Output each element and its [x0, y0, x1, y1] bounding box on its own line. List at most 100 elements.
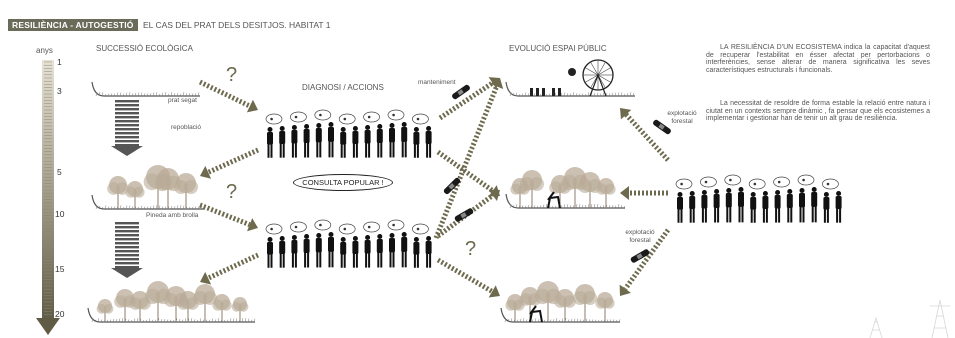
person-body	[775, 195, 781, 209]
person-leg	[271, 144, 273, 158]
person-leg	[766, 208, 768, 223]
stall-icon	[552, 88, 555, 96]
person-head	[390, 123, 395, 128]
speech-bubble-icon	[319, 224, 322, 227]
person-head	[739, 187, 744, 192]
person-leg	[319, 251, 321, 267]
person-leg	[405, 141, 407, 158]
person-leg	[426, 143, 428, 158]
person-leg	[268, 254, 270, 268]
speech-bubble	[388, 110, 404, 120]
person-leg	[377, 252, 379, 268]
person-leg	[341, 144, 343, 158]
speech-bubble	[339, 114, 355, 124]
person-leg	[390, 251, 392, 267]
pylon-icon	[930, 300, 950, 338]
person-head	[341, 127, 346, 132]
person-head	[763, 191, 768, 196]
person-body	[426, 241, 432, 254]
person-head	[365, 125, 370, 130]
speech-bubble-icon	[392, 114, 395, 117]
person-leg	[824, 209, 826, 223]
step-bar	[115, 242, 139, 244]
person-leg	[402, 141, 404, 158]
person-body	[426, 131, 432, 144]
person-leg	[414, 144, 416, 158]
person-head	[329, 122, 334, 127]
timeline-tick: 20	[55, 309, 64, 319]
person-leg	[307, 142, 309, 158]
person-head	[304, 234, 309, 239]
landscape-espai-public-fira	[506, 60, 635, 96]
person-leg	[344, 144, 346, 158]
person-leg	[775, 208, 777, 223]
person-head	[353, 236, 358, 241]
person-leg	[393, 251, 395, 267]
person-leg	[319, 141, 321, 157]
person-leg	[292, 253, 294, 268]
person-body	[389, 238, 395, 252]
speech-bubble	[749, 179, 765, 189]
person-leg	[429, 143, 431, 158]
timeline-arrowhead	[36, 318, 60, 335]
person-leg	[717, 207, 719, 223]
person-body	[726, 193, 732, 207]
succession-heading: SUCCESSIÓ ECOLÒGICA	[96, 44, 193, 53]
tree-crown	[603, 298, 614, 309]
speech-bubble	[774, 177, 790, 187]
speech-bubble	[290, 112, 306, 122]
speech-bubble	[412, 114, 428, 124]
tree-crown	[239, 302, 249, 312]
flow-arrow-shaft	[208, 255, 258, 278]
person-leg	[693, 208, 695, 223]
landscape-pineda	[92, 165, 205, 209]
person-head	[304, 124, 309, 129]
person-leg	[742, 206, 744, 223]
person-head	[426, 126, 431, 131]
person-leg	[280, 143, 282, 158]
people-group-right	[676, 175, 842, 223]
person-head	[292, 235, 297, 240]
tree-crown	[104, 304, 114, 314]
person-leg	[417, 144, 419, 158]
person-head	[377, 234, 382, 239]
question-mark: ?	[465, 238, 476, 261]
people-group-diagnosi-top	[266, 110, 432, 158]
speech-bubble-icon	[705, 181, 708, 184]
speech-bubble	[364, 112, 380, 122]
section-badge: RESILIÈNCIA - AUTOGESTIÓ	[8, 19, 138, 31]
person-head	[341, 237, 346, 242]
chainsaw-icon	[454, 207, 474, 222]
person-body	[799, 193, 805, 207]
step-bar	[115, 140, 139, 142]
person-leg	[332, 141, 334, 158]
person-head	[714, 189, 719, 194]
person-head	[280, 126, 285, 131]
page-title: EL CAS DEL PRAT DELS DESITJOS. HABITAT 1	[143, 19, 331, 31]
person-head	[268, 127, 273, 132]
person-body	[316, 238, 322, 252]
step-bar	[115, 128, 139, 130]
label-prat-segat: prat segat	[168, 97, 197, 104]
speech-bubble	[676, 179, 692, 189]
person-body	[787, 194, 793, 208]
stall-icon	[530, 88, 533, 96]
person-head	[316, 123, 321, 128]
flow-arrow-shaft	[200, 205, 250, 225]
person-head	[414, 127, 419, 132]
person-body	[413, 132, 419, 145]
person-head	[268, 237, 273, 242]
person-leg	[726, 206, 728, 222]
person-head	[329, 232, 334, 237]
step-bar	[115, 258, 139, 260]
step-bar	[115, 262, 139, 264]
person-leg	[790, 207, 792, 223]
flow-arrow-head	[620, 186, 629, 200]
person-head	[702, 190, 707, 195]
person-head	[836, 191, 841, 196]
question-mark: ?	[226, 181, 237, 204]
step-bar	[115, 136, 139, 138]
person-leg	[787, 207, 789, 223]
speech-bubble-icon	[754, 183, 757, 186]
